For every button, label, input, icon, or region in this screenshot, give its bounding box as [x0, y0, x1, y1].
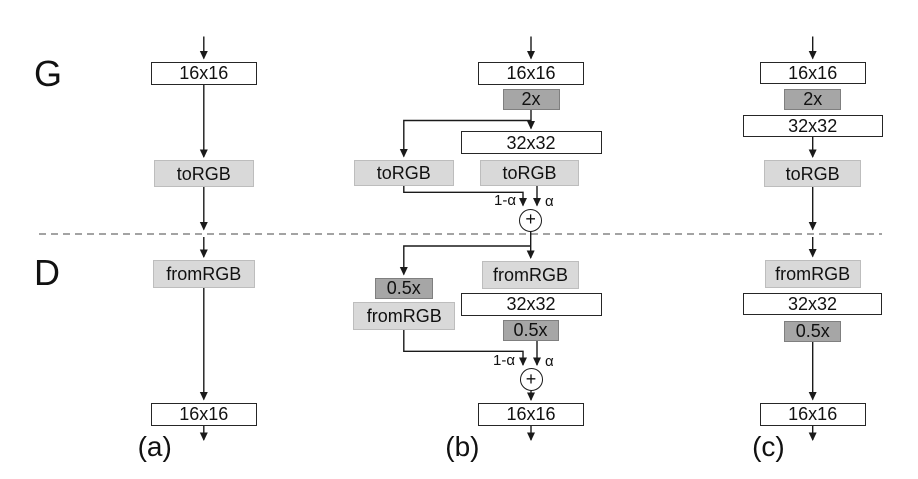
g-a-torgb-box: toRGB	[153, 160, 254, 187]
d-c-output-layer-box: 16x16	[759, 402, 866, 426]
g-c-upsample-box: 2x	[784, 88, 842, 110]
d-b-new-layer-box: 32x32	[460, 292, 602, 316]
d-b-skip-branch-arrow	[399, 245, 531, 276]
g-b-input-layer-box: 16x16	[478, 61, 584, 85]
g-b-torgb-skip-box: toRGB	[353, 159, 454, 186]
g-c-torgb-box: toRGB	[764, 160, 862, 187]
d-b-fromrgb-new-box: fromRGB	[482, 261, 579, 289]
g-b-torgb-new-box: toRGB	[480, 160, 579, 186]
d-b-weight-new-label: α	[545, 353, 554, 370]
generator-label: G	[34, 53, 63, 94]
g-c-new-layer-box: 32x32	[742, 115, 883, 137]
d-b-downsample-skip-box: 0.5x	[374, 277, 433, 299]
g-b-skip-to-sum-arrow	[403, 185, 527, 207]
d-a-output-layer-box: 16x16	[150, 402, 257, 426]
g-b-new-layer-box: 32x32	[460, 131, 602, 154]
d-b-weight-skip-label: 1-α	[492, 352, 515, 369]
d-c-downsample-box: 0.5x	[784, 320, 842, 342]
g-b-sum-node: +	[519, 208, 543, 232]
discriminator-label: D	[34, 252, 60, 293]
g-b-skip-branch-arrow	[399, 119, 531, 158]
d-a-fromrgb-box: fromRGB	[152, 260, 255, 288]
variant-a-label: (a)	[137, 431, 172, 462]
d-b-skip-to-sum-arrow	[403, 329, 527, 366]
d-c-fromrgb-box: fromRGB	[764, 259, 861, 288]
g-b-weight-skip-label: 1-α	[493, 192, 516, 209]
d-b-downsample-new-box: 0.5x	[502, 319, 559, 341]
variant-b-label: (b)	[445, 431, 480, 462]
g-b-weight-new-label: α	[545, 193, 554, 210]
d-c-new-layer-box: 32x32	[743, 293, 882, 315]
g-c-input-layer-box: 16x16	[759, 62, 866, 84]
variant-c-label: (c)	[752, 431, 785, 462]
d-b-fromrgb-skip-box: fromRGB	[353, 302, 456, 330]
g-a-input-layer-box: 16x16	[150, 61, 257, 85]
g-b-upsample-box: 2x	[502, 89, 560, 110]
d-b-sum-node: +	[519, 368, 543, 391]
d-b-output-layer-box: 16x16	[478, 402, 584, 426]
